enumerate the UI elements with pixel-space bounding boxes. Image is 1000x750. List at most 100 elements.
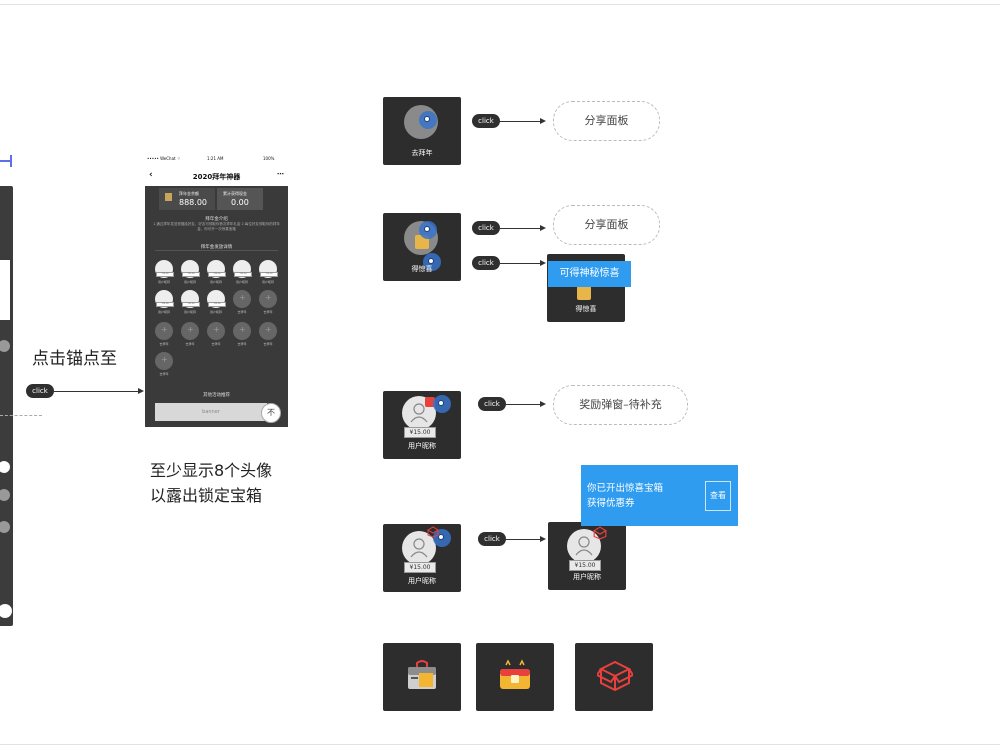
plus-icon: +: [213, 325, 220, 334]
open-box-icon: [597, 660, 633, 692]
locked-chest-tile: [383, 643, 461, 711]
left-marker: [0, 155, 16, 182]
view-button[interactable]: 查看: [705, 481, 731, 511]
avatar-amount-tag: ¥15.00: [182, 272, 200, 277]
avatar-label: 去拜年: [263, 310, 273, 314]
status-time: 1:21 AM: [207, 156, 224, 161]
empty-avatar-slot[interactable]: +去拜年: [155, 322, 173, 346]
left-phone-card: [0, 260, 10, 320]
section-title: 拜年金发放详情: [200, 245, 233, 250]
user-name: 用户昵称: [408, 577, 436, 585]
flow-line: [500, 121, 540, 122]
top-divider: [0, 4, 1000, 5]
click-pill: click: [26, 384, 54, 398]
page-title: 2020拜年神器: [192, 173, 241, 181]
anchor-icon[interactable]: [423, 253, 441, 271]
note-line: 以露出锁定宝箱: [150, 486, 263, 505]
intro-text: 1.通过拜年发送祝福给好友，好友可领取你首次拜年礼金 2.每位好友领取你的拜年金…: [153, 222, 280, 231]
anchor-icon[interactable]: [433, 395, 451, 413]
empty-avatar-slot[interactable]: +去拜年: [207, 322, 225, 346]
back-icon[interactable]: ‹: [149, 170, 153, 180]
plus-icon: +: [239, 293, 246, 302]
empty-avatar-slot[interactable]: +去拜年: [233, 322, 251, 346]
share-panel-node: 分享面板: [553, 205, 660, 245]
flow-line: [506, 404, 540, 405]
avatar-amount-tag: ¥15.00: [156, 302, 174, 307]
plus-icon: +: [161, 325, 168, 334]
open-box-tile: [575, 643, 653, 711]
friend-avatar[interactable]: ¥15.00 用户昵称: [181, 260, 200, 284]
flow-line: [506, 539, 540, 540]
open-box-icon: [593, 526, 607, 540]
share-panel-node: 分享面板: [553, 101, 660, 141]
state-tile-user: ¥15.00 用户昵称: [383, 391, 461, 459]
back-to-top-button[interactable]: 不: [261, 403, 281, 423]
avatar-label: 去拜年: [237, 342, 247, 346]
empty-avatar-slot[interactable]: +去拜年: [259, 322, 277, 346]
anchor-icon[interactable]: [419, 221, 437, 239]
click-pill: click: [472, 114, 500, 128]
toast-coupon: 你已开出惊喜宝箱 获得优惠券 查看: [581, 465, 738, 526]
user-name: 用户昵称: [573, 573, 601, 581]
user-avatar: [567, 529, 601, 563]
empty-avatar-slot[interactable]: + 去拜年: [155, 352, 173, 376]
avatar-amount-tag: ¥15.00: [234, 272, 252, 277]
avatar-amount-tag: ¥15.00: [182, 302, 200, 307]
avatar-label: 用户昵称: [235, 280, 248, 284]
open-box-icon: [427, 526, 439, 538]
chest-icon: [577, 286, 591, 300]
friend-avatar[interactable]: ¥15.00 用户昵称: [181, 290, 200, 314]
anchor-icon[interactable]: [419, 111, 437, 129]
note-line: 至少显示8个头像: [150, 461, 273, 480]
avatar-label: 去拜年: [237, 310, 247, 314]
cash-card: 累计获得现金 0.00: [217, 188, 263, 210]
state-tile-surprise: 得惊喜: [383, 213, 461, 281]
avatar-amount-tag: ¥15.00: [208, 302, 226, 307]
avatar-amount-tag: ¥15.00: [260, 272, 278, 277]
reward-popup-node: 奖励弹窗–待补充: [553, 385, 688, 425]
avatar-amount-tag: ¥15.00: [208, 272, 226, 277]
status-battery: 100%: [263, 156, 275, 161]
user-icon: [410, 403, 428, 423]
empty-avatar-slot[interactable]: + 去拜年: [233, 290, 251, 314]
dashed-guide: [0, 415, 42, 416]
arrow-head: [540, 536, 546, 542]
avatar-label: 用户昵称: [183, 310, 196, 314]
left-phone-fragment: [0, 186, 13, 626]
plus-icon: +: [265, 293, 272, 302]
arrow-head: [540, 225, 546, 231]
plus-icon: +: [161, 355, 168, 364]
avatar-amount-tag: ¥15.00: [156, 272, 174, 277]
state-tile-visit: 去拜年: [383, 97, 461, 165]
status-carrier: ••••• WeChat ⌔: [147, 156, 181, 161]
tile-label: 去拜年: [411, 149, 433, 157]
state-tile-user-result: ¥15.00 用户昵称: [548, 522, 626, 590]
click-pill: click: [478, 532, 506, 546]
left-phone-dot: [0, 340, 10, 352]
section-divider: [155, 250, 278, 251]
empty-avatar-slot[interactable]: + 去拜年: [259, 290, 277, 314]
more-icon[interactable]: ⋯: [277, 170, 284, 178]
click-pill: click: [478, 397, 506, 411]
empty-avatar-slot[interactable]: +去拜年: [181, 322, 199, 346]
left-phone-top-button: [0, 604, 12, 618]
avatar-label: 用户昵称: [183, 280, 196, 284]
click-pill: click: [472, 256, 500, 270]
arrow-head: [540, 401, 546, 407]
banner[interactable]: banner: [155, 403, 267, 421]
gold-chest-tile: [476, 643, 554, 711]
other-title: 其他活动推荐: [203, 393, 230, 398]
toast-mystery: 可得神秘惊喜: [548, 261, 631, 287]
locked-chest-icon: [408, 660, 436, 689]
click-pill: click: [472, 221, 500, 235]
friend-avatar[interactable]: ¥15.00 用户昵称: [233, 260, 252, 284]
state-tile-user-opened: ¥15.00 用户昵称: [383, 524, 461, 592]
tile-label: 得惊喜: [411, 265, 433, 273]
arrow-head: [138, 388, 144, 394]
avatar-label: 去拜年: [159, 372, 169, 376]
